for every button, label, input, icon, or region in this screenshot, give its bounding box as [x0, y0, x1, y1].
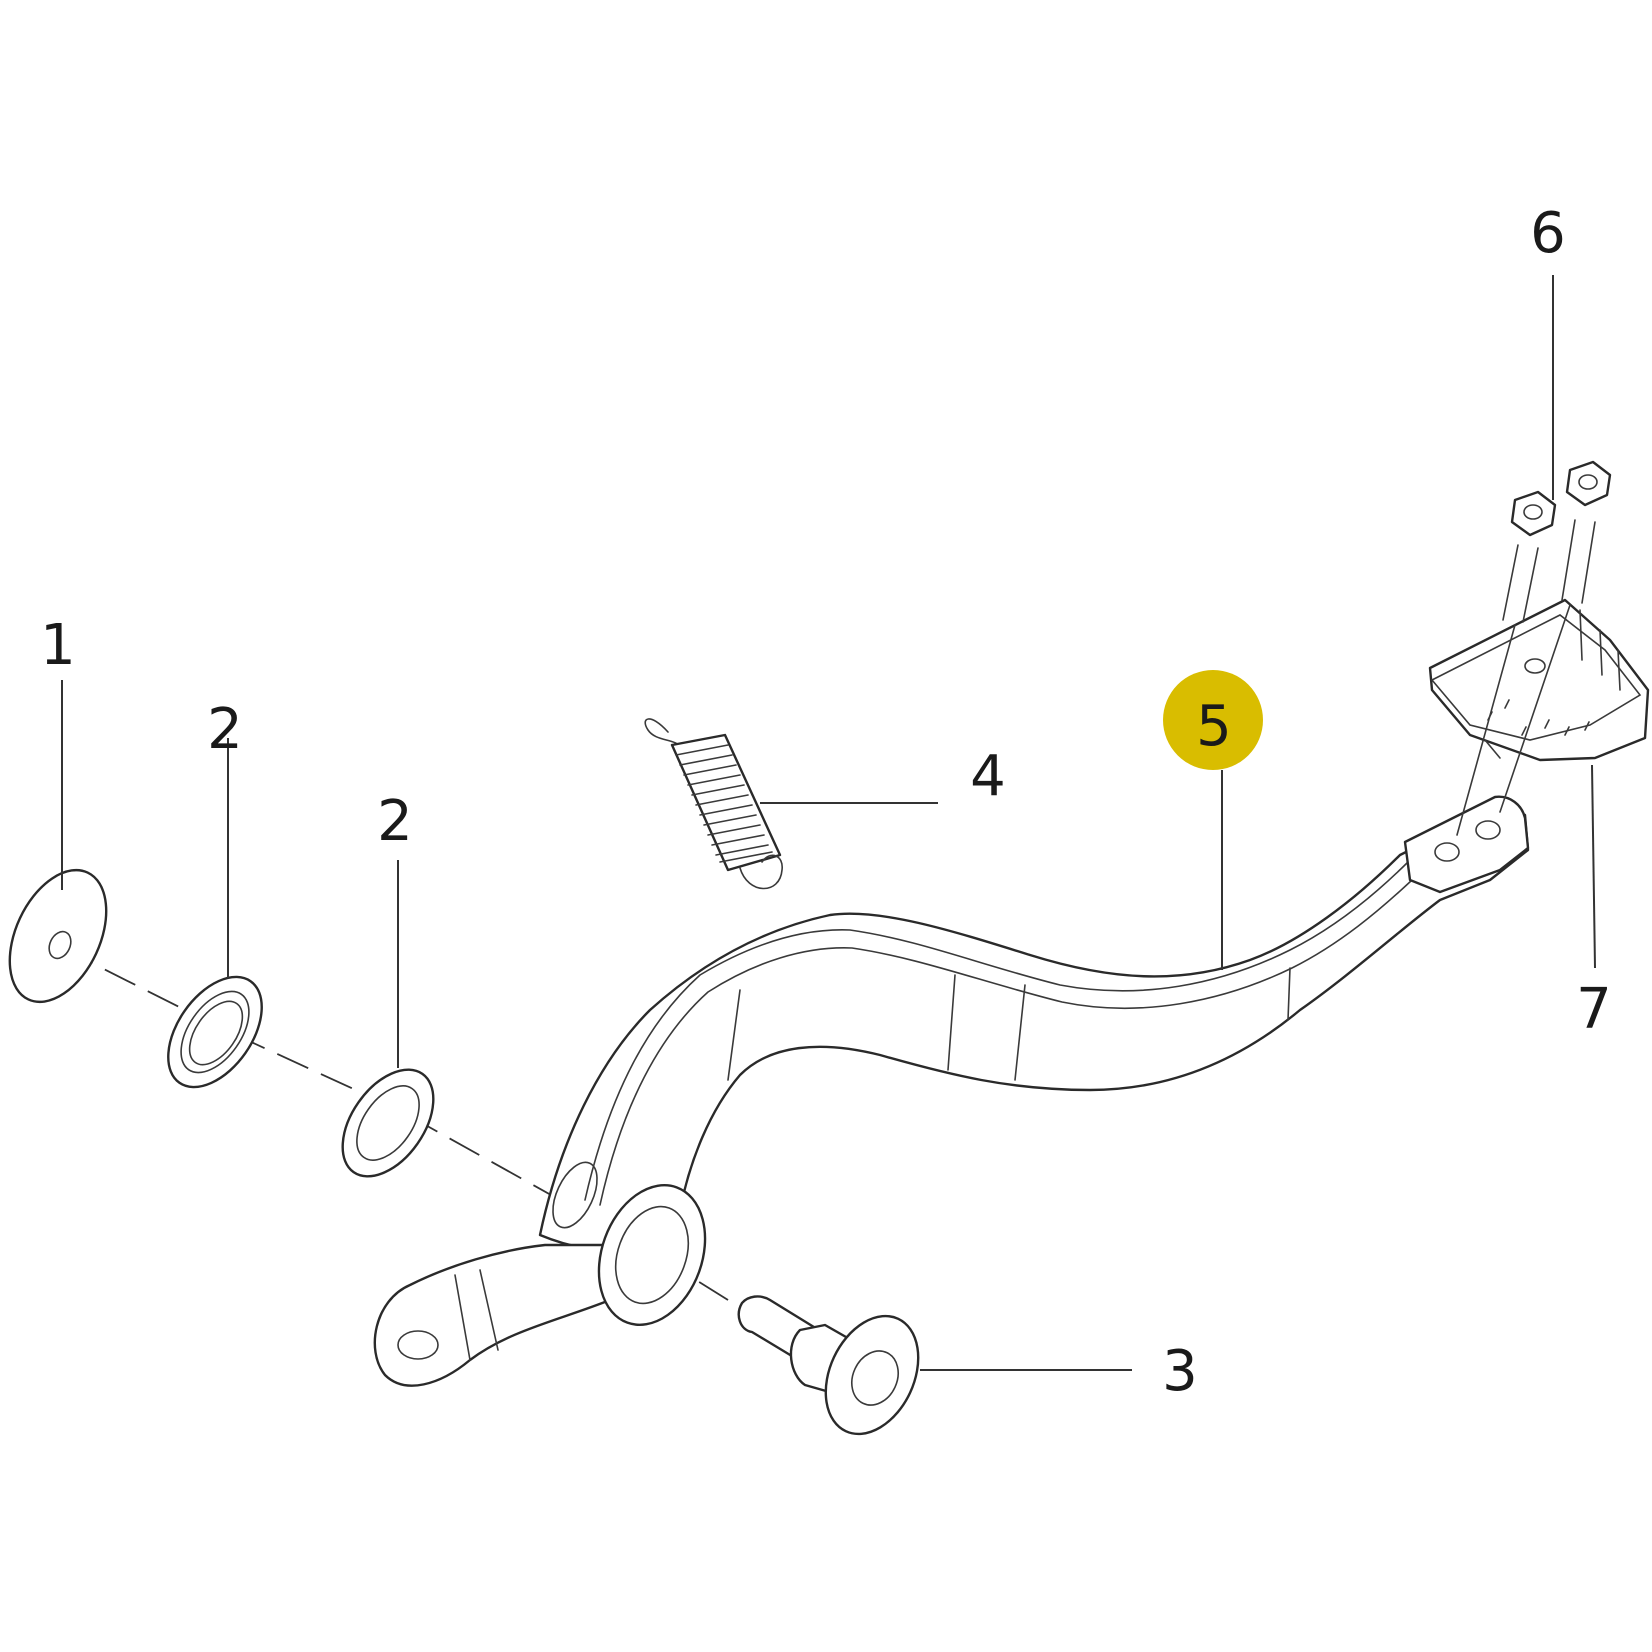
seal-ring-2[interactable]	[324, 1053, 452, 1193]
brake-lever-flange	[584, 859, 1411, 1201]
seal-inner	[180, 990, 250, 1074]
brake-lever-arm	[538, 798, 1530, 1252]
nut-body	[1565, 460, 1612, 507]
mount-hole	[1434, 842, 1460, 862]
pivot-bolt-head	[824, 1314, 920, 1436]
return-spring[interactable]	[644, 718, 783, 890]
seal-ring-1[interactable]	[149, 960, 281, 1104]
callout-7[interactable]: 7	[1576, 977, 1612, 1042]
spring-coils	[670, 733, 782, 872]
clevis-hole	[397, 1330, 439, 1360]
washer-hole	[48, 930, 72, 960]
pivot-bolt-socket	[851, 1350, 899, 1406]
nut-hole	[1578, 474, 1598, 490]
spring-hook-top	[644, 718, 683, 749]
bolt-centre-line	[1499, 604, 1571, 813]
brake-lever-mount-plate	[1403, 795, 1530, 894]
callout-6[interactable]: 6	[1530, 201, 1566, 266]
lever-segment-line	[1287, 967, 1291, 1021]
brake-lever-flange-inner	[599, 879, 1413, 1206]
bolt-line	[1502, 544, 1519, 621]
lever-segment-line	[727, 989, 741, 1081]
leader-line-7	[1591, 764, 1596, 969]
nut-body	[1510, 490, 1557, 537]
callout-5[interactable]: 5	[1196, 694, 1232, 759]
bolt-centre-line	[1456, 624, 1516, 836]
pivot-bolt[interactable]	[737, 1295, 936, 1448]
seal-outer	[341, 1068, 435, 1178]
spring-coil-lines	[675, 744, 773, 863]
footrest-tab	[1484, 739, 1501, 759]
footrest-hole	[1524, 658, 1546, 674]
bolt-line	[1581, 521, 1596, 604]
clevis-line	[479, 1269, 499, 1351]
callout-2a[interactable]: 2	[207, 697, 243, 762]
pivot-collar	[552, 1161, 598, 1229]
seal-bore	[188, 1000, 244, 1066]
callout-4[interactable]: 4	[970, 744, 1006, 809]
seal-inner	[356, 1085, 420, 1161]
callout-2b[interactable]: 2	[377, 789, 413, 854]
footrest-tip[interactable]	[1428, 598, 1650, 762]
mount-hole	[1475, 820, 1501, 840]
nut-hole	[1523, 504, 1543, 520]
washer-body	[8, 868, 108, 1004]
callout-3[interactable]: 3	[1162, 1339, 1198, 1404]
footrest-tip-top	[1430, 614, 1642, 741]
pivot-bore	[614, 1205, 690, 1305]
pivot-boss	[597, 1184, 707, 1326]
bolt-line	[1561, 519, 1576, 601]
clevis-line	[454, 1274, 471, 1361]
brake-lever[interactable]	[373, 795, 1530, 1387]
lever-segment-line	[947, 974, 956, 1071]
nut-2[interactable]	[1561, 460, 1612, 604]
spring-hook-bottom	[739, 854, 783, 890]
washer[interactable]	[0, 855, 126, 1017]
lever-segment-line	[1014, 984, 1026, 1081]
callout-1[interactable]: 1	[40, 613, 76, 678]
bolt-line	[1522, 547, 1539, 623]
seal-outer	[167, 975, 263, 1089]
highlight-marker	[1163, 670, 1263, 770]
nut-1[interactable]	[1502, 490, 1557, 623]
footrest-tip-body	[1428, 598, 1650, 762]
